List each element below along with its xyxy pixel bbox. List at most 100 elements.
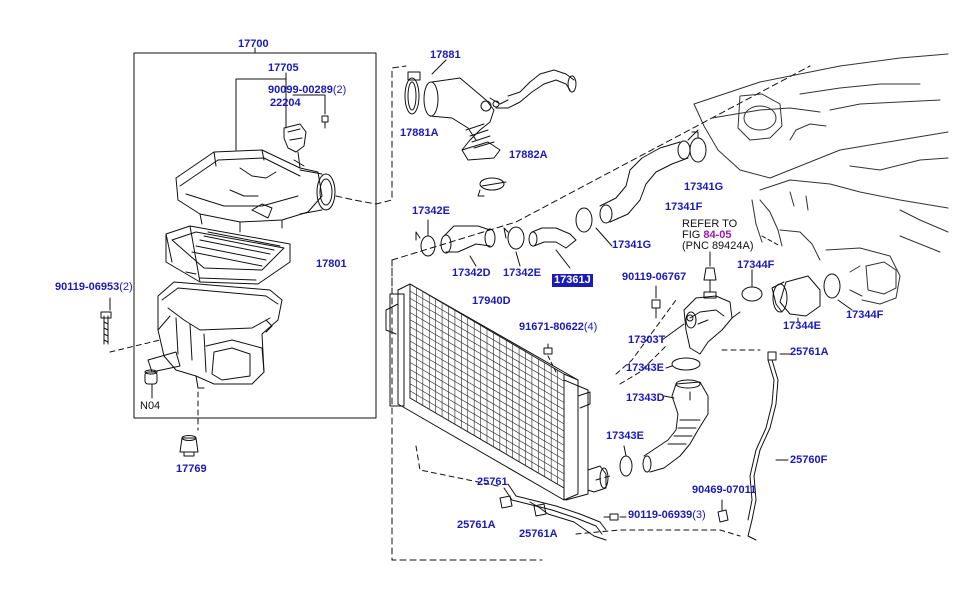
label-17700[interactable]: 17700 [238,38,269,50]
label-17882a[interactable]: 17882A [509,149,548,161]
label-25761a-left[interactable]: 25761A [457,519,496,531]
radiator-tube [409,347,565,439]
label-17303t[interactable]: 17303T [628,334,666,346]
hose-17343d [642,379,709,473]
radiator-tube [409,326,565,418]
sensor-refer-89424a [703,267,717,299]
radiator-tube [409,362,565,453]
bolt-90119-06953 [100,311,112,345]
hose-25760f [747,359,779,541]
label-17940d[interactable]: 17940D [472,295,511,307]
label-17343d[interactable]: 17343D [626,392,665,404]
label-17769[interactable]: 17769 [176,463,207,475]
part-number: 91671-80622 [519,321,584,333]
label-91671-80622[interactable]: 91671-80622(4) [519,321,597,334]
clamp-17341g-mid [575,207,593,233]
radiator-tube [409,312,565,403]
clamp-17343e-bot [619,455,633,477]
clamp-17344f-top [741,286,763,302]
label-17342d[interactable]: 17342D [452,267,491,279]
label-17361j-selected[interactable]: 17361J [552,274,593,287]
part-number: 90119-06953 [55,281,120,293]
radiator-core [409,283,565,489]
clamp-17341g-top [689,131,707,163]
radiator-tube [409,390,565,482]
radiator-tube [409,297,565,389]
air-cleaner-case [147,281,283,389]
label-17881[interactable]: 17881 [430,49,461,61]
refer-line-3: (PNC 89424A) [682,240,754,252]
radiator-tube [409,319,565,410]
screw-90099 [321,115,329,129]
bracket-17705 [235,72,287,151]
label-17341f[interactable]: 17341F [665,201,703,213]
quantity: (3) [692,509,706,521]
bolt-91671-80622 [543,343,553,355]
label-17343e-bot[interactable]: 17343E [606,430,644,442]
refer-line-1: REFER TO [682,218,738,230]
part-number: 90119-06939 [628,509,693,521]
label-90119-06939[interactable]: 90119-06939(3) [628,509,706,522]
label-17341g-top[interactable]: 17341G [684,181,724,193]
sensor-22204 [283,123,307,169]
quantity: (2) [332,84,347,96]
label-22204[interactable]: 22204 [270,97,301,109]
intake-hose-17881 [423,69,577,161]
label-17705[interactable]: 17705 [268,62,299,74]
radiator-tube [409,305,565,396]
label-90099-00289[interactable]: 90099-00289(2) [268,84,346,97]
fig-84-05-link[interactable]: 84-05 [703,229,732,241]
label-90469-07011[interactable]: 90469-07011 [692,484,757,496]
clamp-17342e-mid [503,226,525,250]
air-filter-element [165,225,291,285]
engine-block [693,53,949,305]
label-17342e-top[interactable]: 17342E [412,205,450,217]
air-cleaner-cap [175,149,336,233]
label-17881a[interactable]: 17881A [400,127,439,139]
refer-fig-prefix: FIG [682,229,704,241]
clip-25761a-right [767,351,777,361]
label-90119-06767[interactable]: 90119-06767 [622,271,687,283]
radiator-tube [409,376,565,467]
quantity: (2) [119,281,133,293]
label-17341g-mid[interactable]: 17341G [612,239,652,251]
label-25761a-right[interactable]: 25761A [790,346,829,358]
label-90119-06953[interactable]: 90119-06953(2) [55,281,133,294]
label-n04: N04 [140,400,161,412]
radiator-tube [409,340,565,432]
radiator-tube [409,383,565,475]
label-17342e-mid[interactable]: 17342E [503,267,541,279]
clamp-17343e-top [671,357,701,371]
part-number: 90099-00289 [268,84,333,96]
label-17343e-top[interactable]: 17343E [626,362,664,374]
bolt-90119-06767 [651,299,661,319]
bolt-90119-06939 [603,513,619,521]
label-25761a-mid[interactable]: 25761A [519,528,558,540]
clamp-17342e-top [415,231,436,257]
label-17801[interactable]: 17801 [316,258,347,270]
grommet-n04 [144,369,158,385]
label-17344f-right[interactable]: 17344F [846,309,884,321]
clip-90469-07011 [717,499,729,523]
label-25760f[interactable]: 25760F [790,454,828,466]
label-17344f-top[interactable]: 17344F [737,259,775,271]
grommet-17769 [179,435,199,457]
radiator-tube [409,397,565,489]
hose-25761 [503,483,607,541]
water-outlet-17303t [683,295,741,355]
radiator-tube [409,283,565,375]
radiator-tube [409,290,565,382]
label-25761[interactable]: 25761 [477,476,508,488]
clamp-17344f-right [823,273,841,299]
quantity: (4) [583,321,598,333]
pipe-17361j [528,227,577,249]
hose-17342d [440,225,496,254]
radiator-tube [409,369,565,460]
hose-17344e [771,275,821,317]
refer-line-2: FIG 84-05 [682,229,732,242]
clip-25761a-left [499,495,513,509]
clamp-17881a [404,71,421,115]
label-17344e[interactable]: 17344E [783,320,821,332]
